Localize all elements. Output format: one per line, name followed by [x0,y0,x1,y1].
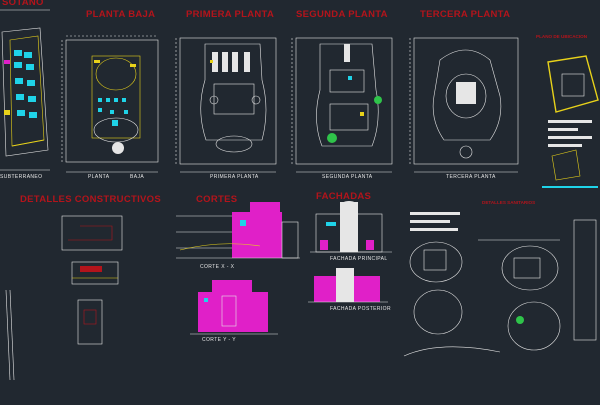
primera-planta-plan[interactable] [175,37,277,173]
tercera-caption: TERCERA PLANTA [446,174,496,180]
fachada-principal-caption: FACHADA PRINCIPAL [330,256,388,262]
ubicacion-title: PLANO DE UBICACION [536,34,588,39]
sotano-plan[interactable] [0,9,50,171]
planta-caption: PLANTA [88,174,110,180]
corte-yy[interactable] [190,280,278,335]
detalles-constructivos[interactable] [5,215,123,381]
fachada-posterior[interactable] [308,268,388,303]
detalles-sanitarios-title: DETALLES SANITARIOS [482,200,536,205]
detalles-title: DETALLES CONSTRUCTIVOS [20,194,162,205]
planta-baja-plan[interactable] [61,35,159,173]
fachada-posterior-caption: FACHADA POSTERIOR [330,306,391,312]
ubicacion-detail[interactable] [542,55,599,188]
segunda-planta-plan[interactable] [291,37,393,173]
cortes-title: CORTES [196,194,238,205]
baja-caption: BAJA [130,174,145,180]
segunda-caption: SEGUNDA PLANTA [322,174,373,180]
primera-planta-title: PRIMERA PLANTA [186,9,275,20]
corte-xx-caption: CORTE X - X [200,264,235,270]
primera-caption: PRIMERA PLANTA [210,174,259,180]
subterraneo-caption: SUBTERRANEO [0,174,43,180]
planta-baja-title: PLANTA BAJA [86,9,156,20]
sotano-title: SOTANO [2,0,44,8]
fachadas-title: FACHADAS [316,191,372,202]
tercera-planta-plan[interactable] [409,37,519,173]
corte-yy-caption: CORTE Y - Y [202,337,237,343]
corte-xx[interactable] [176,202,300,259]
detalles-sanitarios[interactable] [403,212,597,357]
segunda-planta-title: SEGUNDA PLANTA [296,9,388,20]
tercera-planta-title: TERCERA PLANTA [420,9,511,20]
fachada-principal[interactable] [310,201,392,253]
